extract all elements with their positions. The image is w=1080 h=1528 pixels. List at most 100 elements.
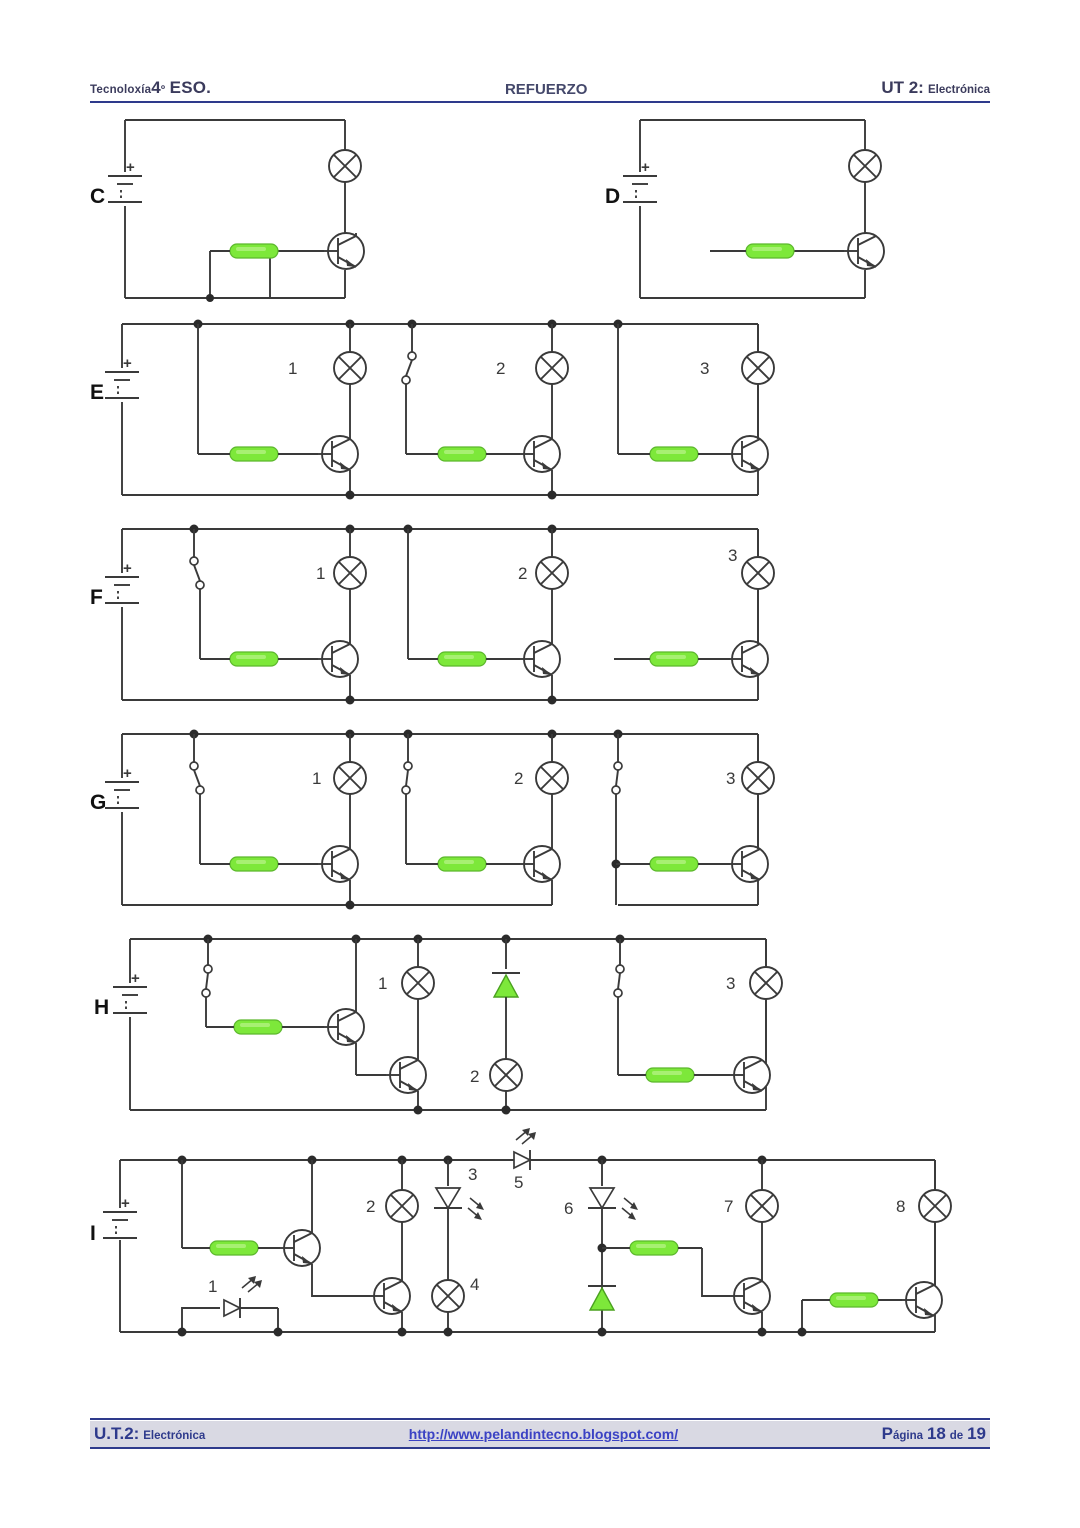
svg-text:+: +	[131, 970, 140, 987]
footer-url[interactable]: http://www.pelandintecno.blogspot.com/	[408, 1426, 679, 1442]
svg-text:+: +	[123, 560, 132, 577]
lamp-label-G1: 1	[312, 769, 321, 788]
resistor-F3	[649, 651, 699, 667]
header-title: REFUERZO	[504, 81, 588, 98]
lamp-label-E3: 3	[700, 359, 709, 378]
lamp-H2	[489, 1058, 523, 1092]
lamp-E3	[741, 351, 775, 385]
switch-G1[interactable]	[189, 761, 205, 795]
lamp-G1	[333, 761, 367, 795]
led-label-I6: 6	[564, 1199, 573, 1218]
led-label-I1: 1	[208, 1277, 217, 1296]
switch-G2[interactable]	[401, 761, 413, 795]
lamp-label-F2: 2	[518, 564, 527, 583]
footer-page-word: ágina	[893, 1430, 924, 1442]
switch-H3[interactable]	[613, 964, 625, 998]
transistor-C	[324, 232, 365, 270]
resistor-E2	[437, 446, 487, 462]
header-unit-name: Electrónica	[927, 84, 990, 96]
lamp-E1	[333, 351, 367, 385]
circuit-label-C: C	[90, 185, 105, 208]
transistor-E2	[520, 435, 561, 473]
led-label-I3: 3	[468, 1165, 477, 1184]
transistor-D	[844, 232, 885, 270]
lamp-label-I7: 7	[724, 1197, 733, 1216]
battery-I: +	[103, 1195, 137, 1239]
switch-H1[interactable]	[201, 964, 213, 998]
footer-left: U.T.2: Electrónica	[94, 1424, 205, 1444]
resistor-F2	[437, 651, 487, 667]
svg-text:+: +	[121, 1195, 130, 1212]
footer-rule-top	[90, 1418, 990, 1420]
svg-text:+: +	[126, 159, 135, 176]
footer-unit: U.T.2:	[94, 1424, 140, 1443]
battery-F: +	[105, 560, 139, 604]
resistor-C	[229, 243, 279, 259]
battery-E: +	[105, 355, 139, 399]
transistor-I8	[902, 1281, 943, 1319]
header-right: UT 2: Electrónica	[881, 78, 990, 98]
battery-H: +	[113, 970, 147, 1014]
circuit-C: + C	[90, 110, 390, 315]
transistor-E3	[730, 435, 769, 473]
switch-G3[interactable]	[611, 761, 623, 795]
footer-page-p: P	[881, 1424, 893, 1443]
circuit-D: + D	[600, 110, 900, 315]
transistor-F1	[318, 640, 359, 678]
footer-page-total: 19	[967, 1424, 986, 1443]
lamp-E2	[535, 351, 569, 385]
led-I5	[513, 1128, 536, 1170]
transistor-G2	[520, 845, 561, 883]
battery-C: +	[108, 159, 142, 203]
lamp-F3	[741, 556, 775, 590]
transistor-F2	[520, 640, 561, 678]
lamp-label-G3: 3	[726, 769, 735, 788]
resistor-G3	[649, 856, 699, 872]
svg-text:+: +	[641, 159, 650, 176]
diode-H	[492, 972, 520, 998]
lamp-I8	[918, 1189, 952, 1223]
lamp-D	[848, 149, 882, 183]
led-I6	[588, 1187, 638, 1220]
lamp-G3	[741, 761, 775, 795]
transistor-E1	[318, 435, 359, 473]
lamp-I7	[745, 1189, 779, 1223]
resistor-E3	[649, 446, 699, 462]
transistor-H3	[730, 1056, 771, 1094]
lamp-H3	[749, 966, 783, 1000]
header-unit: UT 2:	[881, 78, 924, 97]
lamp-label-G2: 2	[514, 769, 523, 788]
resistor-H3	[645, 1067, 695, 1083]
lamp-label-F3: 3	[728, 546, 737, 565]
resistor-I8	[829, 1292, 879, 1308]
lamp-label-H1: 1	[378, 974, 387, 993]
transistor-I7	[730, 1277, 771, 1315]
lamp-label-I2: 2	[366, 1197, 375, 1216]
circuit-label-I: I	[90, 1222, 96, 1245]
led-I1	[223, 1276, 262, 1318]
lamp-G2	[535, 761, 569, 795]
battery-G: +	[105, 765, 139, 809]
lamp-I4	[431, 1279, 465, 1313]
resistor-H1	[233, 1019, 283, 1035]
circuit-E: + E	[90, 312, 790, 508]
resistor-D	[745, 243, 795, 259]
header-left: Tecnoloxía4º ESO.	[90, 78, 211, 98]
svg-text:+: +	[123, 355, 132, 372]
page-footer: U.T.2: Electrónica http://www.pelandinte…	[90, 1418, 990, 1449]
lamp-F1	[333, 556, 367, 590]
lamp-label-E1: 1	[288, 359, 297, 378]
transistor-I2	[370, 1277, 411, 1315]
led-I3	[434, 1187, 484, 1220]
switch-F1[interactable]	[189, 556, 205, 590]
header-left-subject: Tecnoloxía	[90, 84, 152, 96]
diode-I	[588, 1285, 616, 1311]
circuit-label-E: E	[90, 381, 104, 404]
lamp-label-F1: 1	[316, 564, 325, 583]
circuit-H: + H	[90, 927, 790, 1123]
resistor-F1	[229, 651, 279, 667]
transistor-G1	[318, 845, 359, 883]
lamp-label-I8: 8	[896, 1197, 905, 1216]
switch-E2[interactable]	[401, 351, 417, 385]
